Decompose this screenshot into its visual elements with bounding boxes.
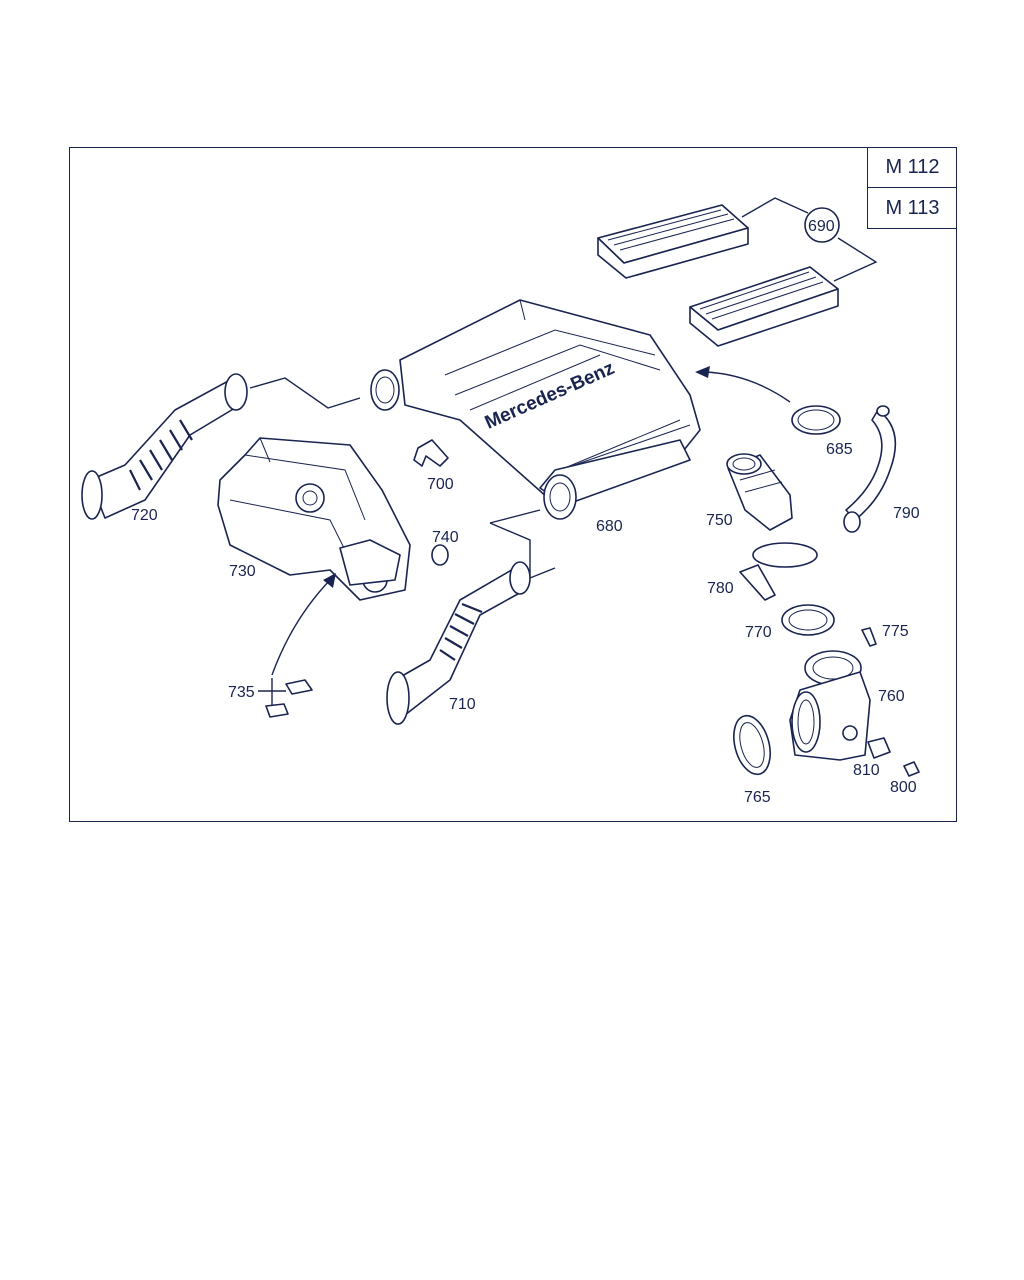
part-number-800: 800 [890,779,917,796]
air-mass-sensor [726,453,793,531]
callout-circle-690 [804,207,840,243]
part-number-labels: 690 685 790 720 700 680 750 730 740 780 … [131,207,920,806]
sealing-cap [903,761,920,777]
part-number-690: 690 [808,218,835,235]
part-number-710: 710 [449,696,476,713]
clip [413,439,449,467]
leader-line-710 [489,522,556,580]
part-number-765: 765 [744,789,771,806]
engine-code-m113: M 113 [868,187,957,228]
hose-clamp-upper [739,542,818,601]
hose-clamp-lower [733,714,771,776]
part-number-790: 790 [893,505,920,522]
part-number-810: 810 [853,762,880,779]
direction-arrow-735 [271,573,336,676]
hose-connector [867,737,891,759]
retaining-pin [861,627,877,647]
part-number-775: 775 [882,623,909,640]
air-filter-housing: Mercedes-Benz [370,299,701,520]
leader-line-680-bottom [489,509,541,524]
grommet-nut [431,544,449,566]
engine-code-m112: M 112 [885,156,940,178]
lower-intake-housing [217,437,411,601]
air-filter-element-lower [689,266,839,347]
part-number-700: 700 [427,476,454,493]
part-number-730: 730 [229,563,256,580]
leader-line-680-left [249,377,361,409]
air-filter-element-upper [597,204,749,279]
leader-lines-690 [741,197,878,282]
part-number-740: 740 [432,529,459,546]
part-number-760: 760 [878,688,905,705]
part-number-770: 770 [745,624,772,641]
intake-duct-right [386,561,531,725]
retaining-clips [258,678,313,718]
engine-code-box: M 112 M 113 [867,147,957,229]
part-number-750: 750 [706,512,733,529]
part-number-780: 780 [707,580,734,597]
part-number-685: 685 [826,441,853,458]
part-number-680: 680 [596,518,623,535]
part-number-720: 720 [131,507,158,524]
sealing-sleeve [781,604,835,636]
breather-hose [843,405,897,533]
seal-ring [791,405,841,435]
throttle-housing [789,650,871,761]
direction-arrow-685 [695,366,791,403]
part-number-735: 735 [228,684,255,701]
intake-duct-left [81,373,248,520]
